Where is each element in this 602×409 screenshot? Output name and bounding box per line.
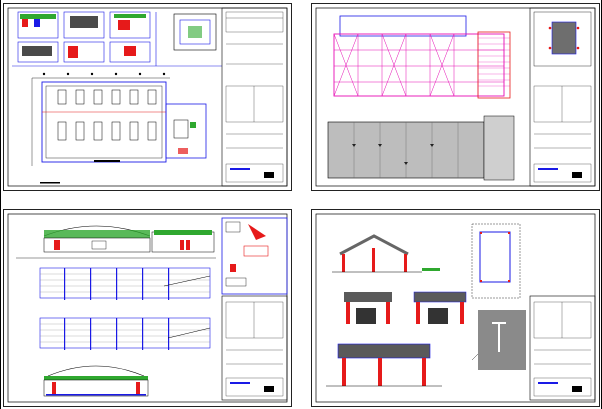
sheet-4-drawing <box>315 213 596 403</box>
sheet-2-roof-structure[interactable] <box>311 3 600 191</box>
sheet-divider-vertical <box>300 0 301 409</box>
frame-left <box>0 0 1 409</box>
sheet-3-drawing <box>7 213 288 403</box>
sheet-4-structural-details[interactable] <box>311 209 600 407</box>
sheet-1-drawing <box>7 7 288 187</box>
sheet-1-floor-plan[interactable] <box>3 3 292 191</box>
sheet-3-sections[interactable] <box>3 209 292 407</box>
sheet-2-drawing <box>315 7 596 187</box>
